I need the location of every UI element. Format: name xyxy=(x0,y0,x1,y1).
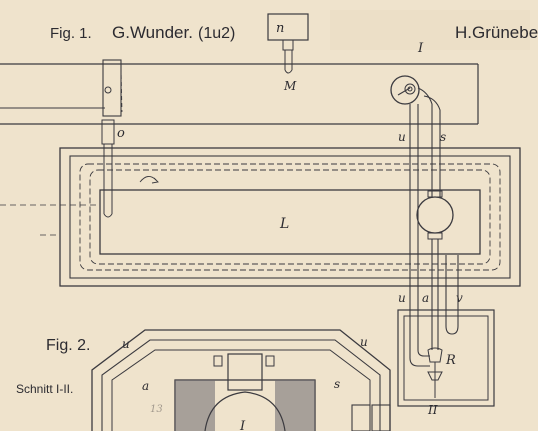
fig2-label-u-left: u xyxy=(122,337,130,351)
label-v: v xyxy=(456,291,463,305)
label-I-top: I xyxy=(417,41,424,56)
inventor-right: H.Grünebe xyxy=(455,23,538,42)
fig2-label-I: I xyxy=(239,419,246,431)
fig2-section-label: Schnitt I-II. xyxy=(16,382,73,396)
label-n: n xyxy=(276,21,284,36)
fig2-label-u-right: u xyxy=(360,335,368,349)
fig2-label-13: 13 xyxy=(150,404,163,415)
valve-ring-I xyxy=(390,75,420,105)
label-a-low: a xyxy=(422,291,429,305)
bulb xyxy=(416,190,454,350)
pipes-u-s xyxy=(397,87,441,367)
fig1-title: Fig. 1. xyxy=(50,25,92,42)
label-M: M xyxy=(283,79,297,93)
fig2-section xyxy=(91,329,391,431)
label-L: L xyxy=(279,216,289,232)
fitting-n-assembly xyxy=(267,13,309,74)
label-s-top: s xyxy=(440,130,446,144)
fig2-label-s: s xyxy=(334,377,340,391)
fig1-outer-frame xyxy=(59,147,521,287)
fig1-top-plate xyxy=(0,63,479,125)
label-u-low: u xyxy=(398,291,406,305)
inventor-left: G.Wunder. xyxy=(112,23,193,42)
receiver-R-box xyxy=(397,255,495,407)
chamber-L xyxy=(99,176,481,255)
fig2-title: Fig. 2. xyxy=(46,337,90,354)
label-o: o xyxy=(117,126,125,141)
label-R: R xyxy=(445,353,456,368)
sheet-number: (1u2) xyxy=(198,25,235,42)
bleed-through-shade xyxy=(330,10,530,50)
label-II: II xyxy=(427,403,438,417)
fig2-label-a: a xyxy=(142,379,149,393)
label-u-top: u xyxy=(398,130,406,144)
fig1-left-block xyxy=(102,59,123,117)
